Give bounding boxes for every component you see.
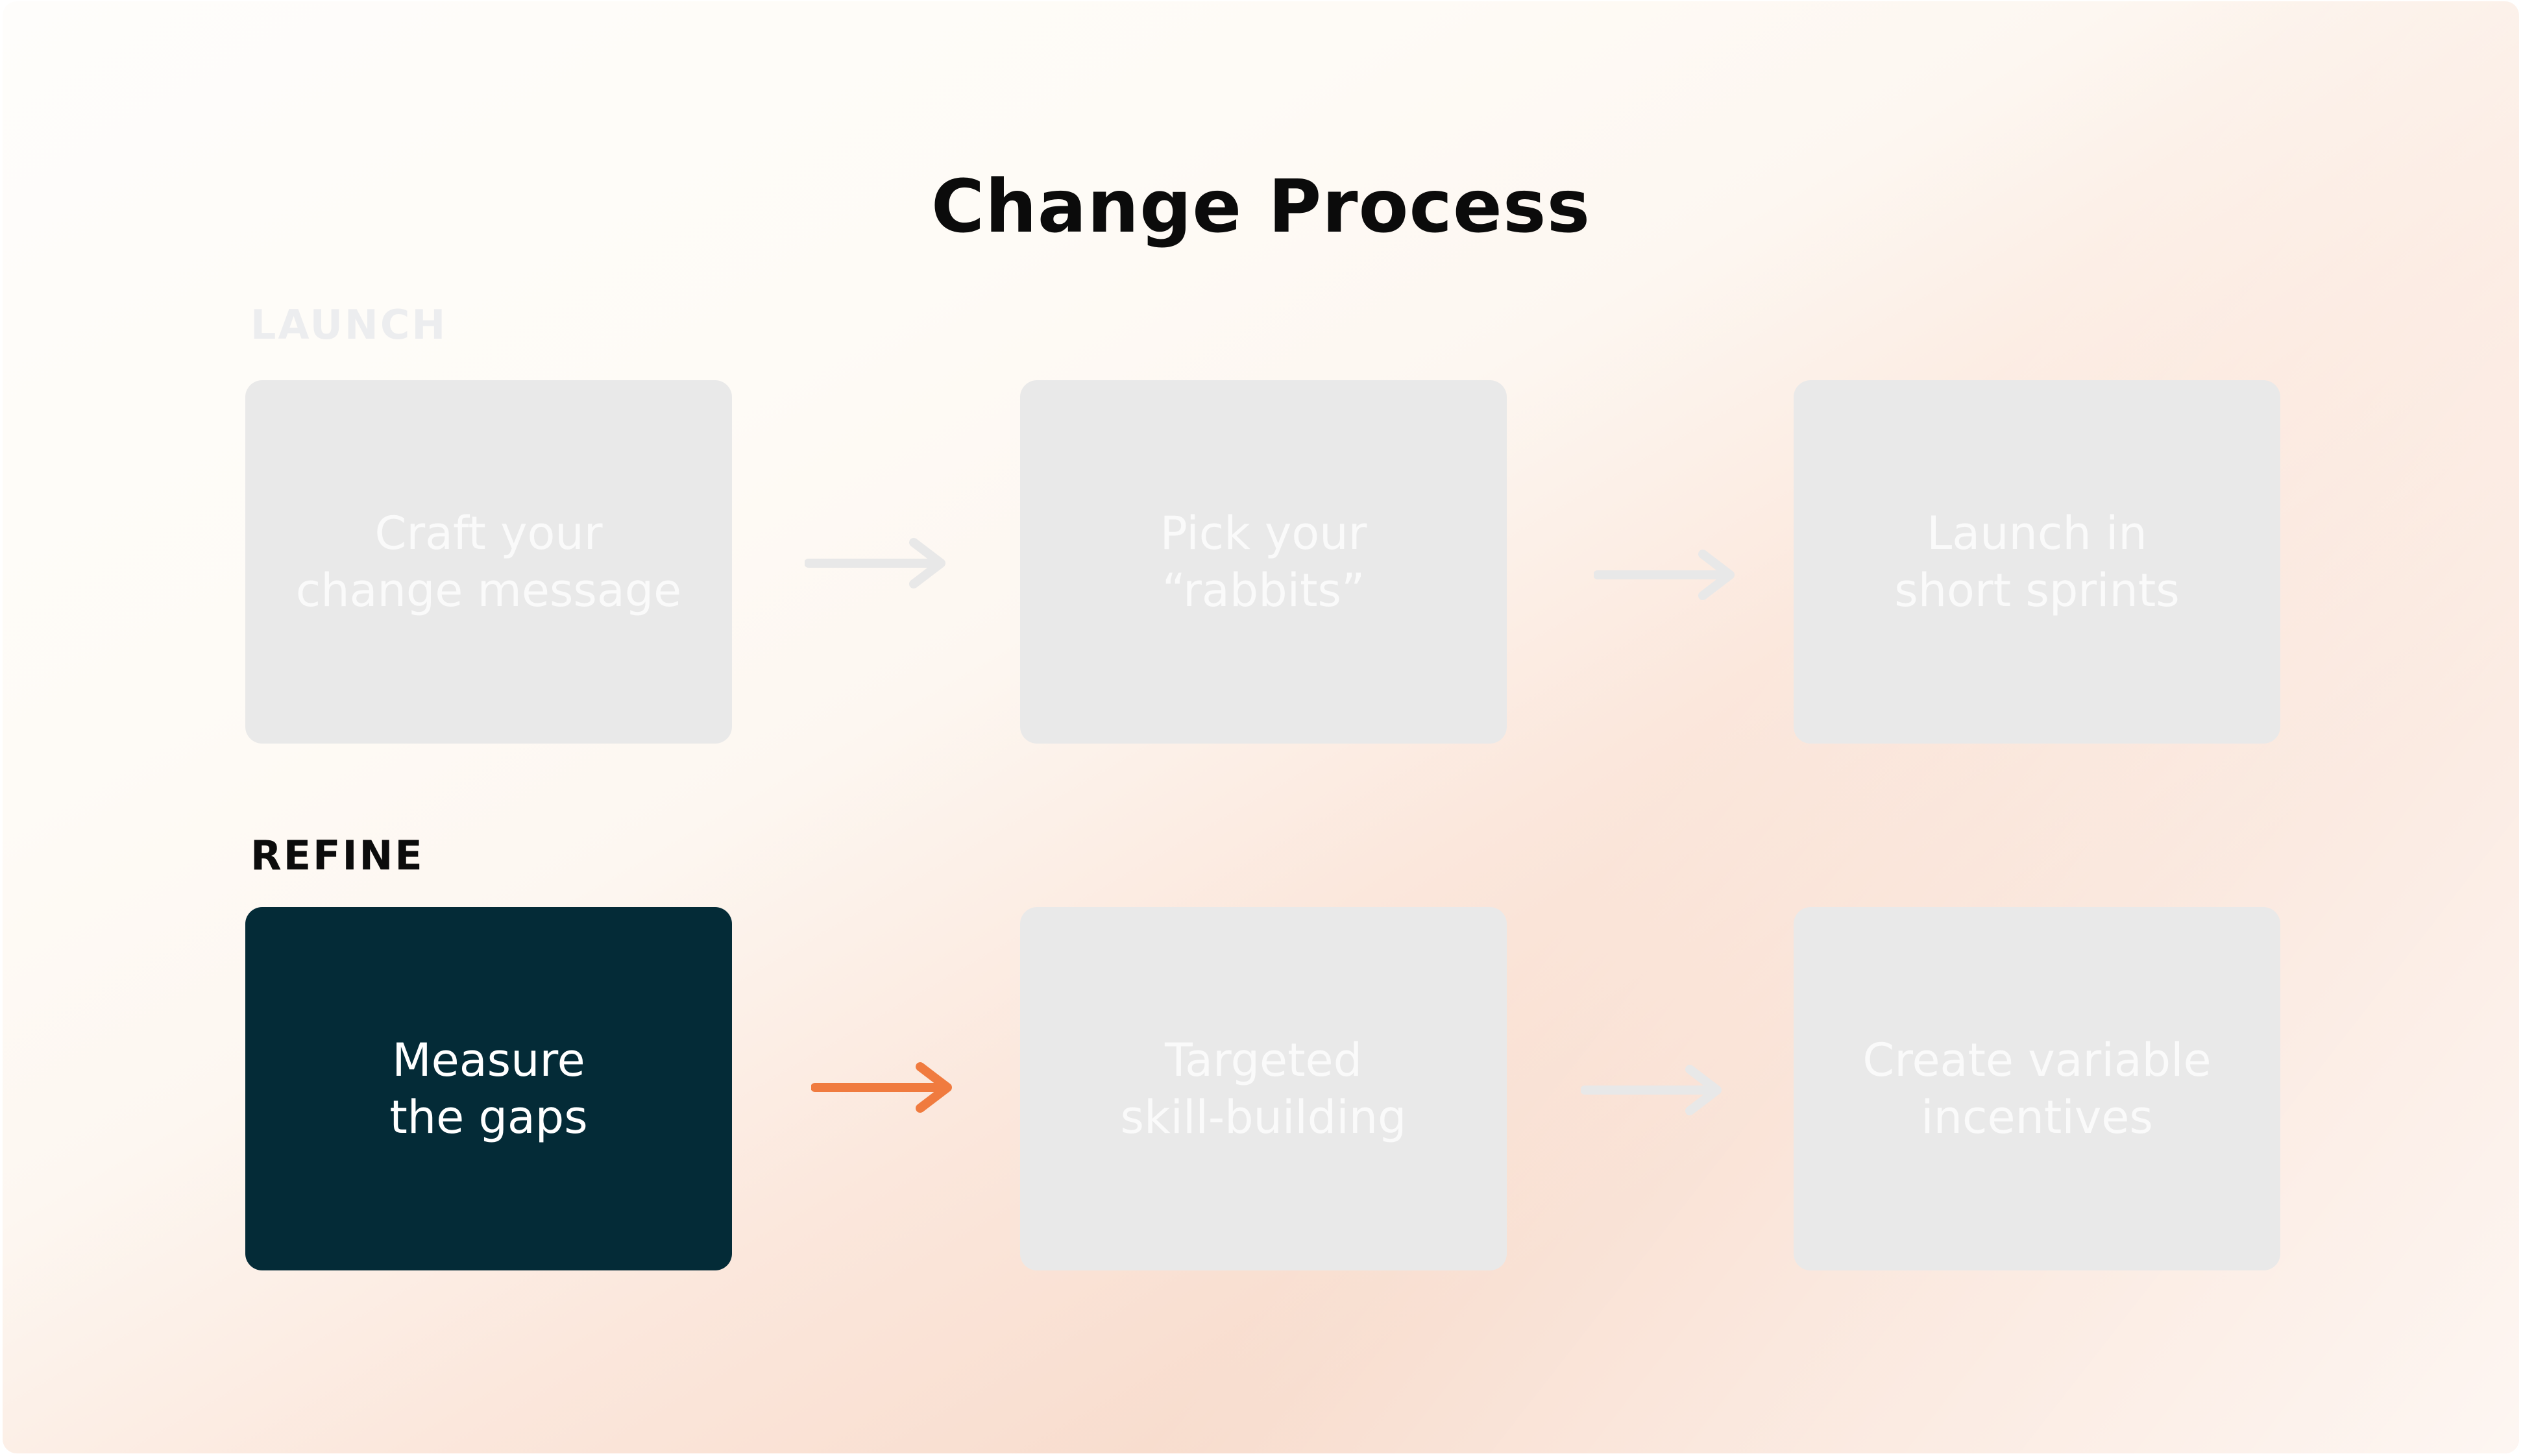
step-card-pick-rabbits: Pick your “rabbits” <box>1020 380 1507 744</box>
section-label-refine: REFINE <box>250 832 424 879</box>
step-label: Targeted skill-building <box>1120 1034 1407 1144</box>
step-card-measure-gaps: Measure the gaps <box>245 907 732 1270</box>
step-card-craft-message: Craft your change message <box>245 380 732 744</box>
step-card-skill-building: Targeted skill-building <box>1020 907 1507 1270</box>
section-label-launch: LAUNCH <box>250 301 448 348</box>
arrow-right-icon <box>805 538 945 588</box>
diagram-canvas: Change Process LAUNCH Craft your change … <box>3 1 2519 1453</box>
page-title: Change Process <box>931 165 1591 249</box>
arrow-right-icon <box>1581 1065 1722 1115</box>
arrow-right-icon <box>1594 550 1735 600</box>
step-label: Measure the gaps <box>389 1034 588 1144</box>
arrow-right-icon <box>811 1062 952 1113</box>
step-label: Launch in short sprints <box>1894 507 2180 617</box>
step-card-launch-sprints: Launch in short sprints <box>1794 380 2280 744</box>
step-label: Pick your “rabbits” <box>1160 507 1367 617</box>
step-label: Craft your change message <box>295 507 682 617</box>
step-label: Create variable incentives <box>1862 1034 2212 1144</box>
step-card-variable-incentives: Create variable incentives <box>1794 907 2280 1270</box>
